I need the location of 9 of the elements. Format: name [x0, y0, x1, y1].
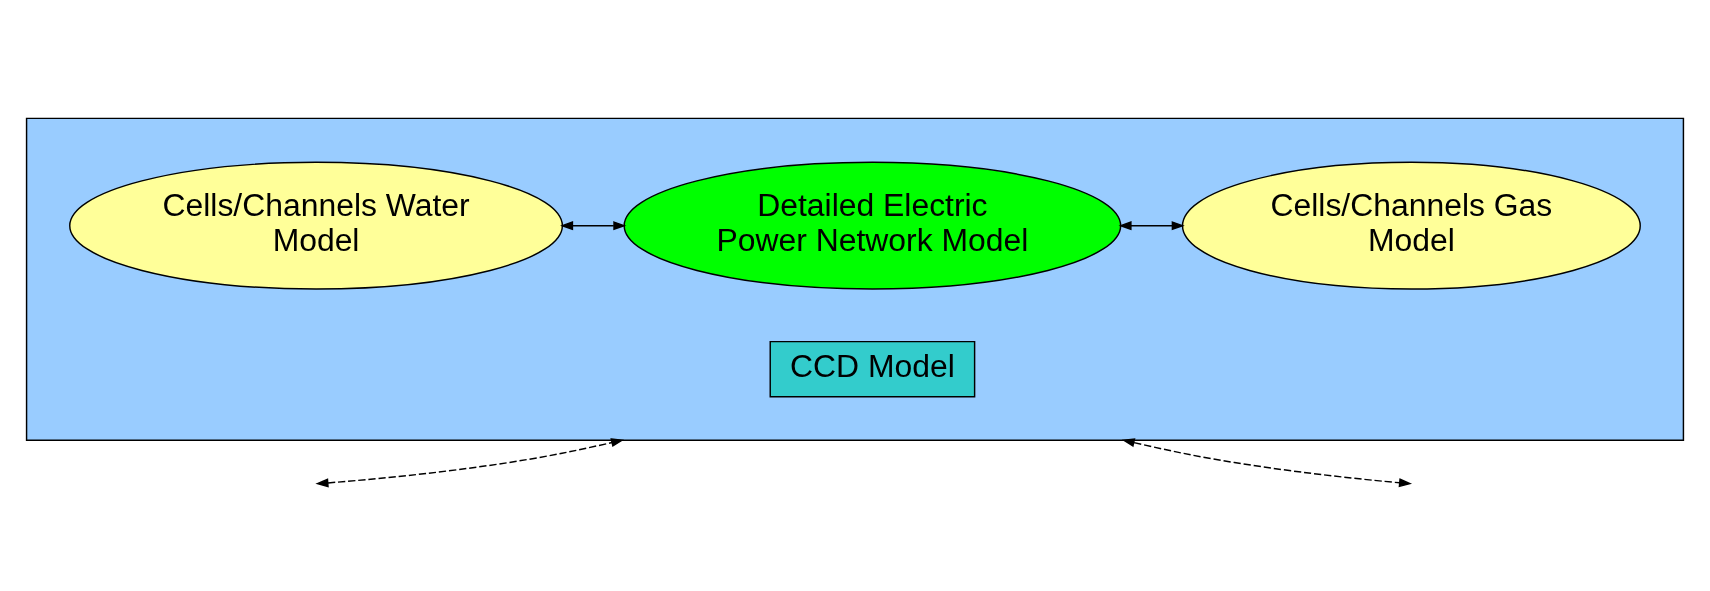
arrow	[1118, 221, 1185, 231]
cluster	[25, 117, 1685, 441]
node-ellipse: Cells/Channels Water Model	[69, 161, 564, 290]
arrow	[560, 221, 627, 231]
node-ellipse: Detailed Electric Power Network Model	[623, 161, 1122, 290]
arrow	[1121, 438, 1412, 488]
node-box: CCD Model	[769, 340, 976, 398]
arrow	[315, 438, 625, 488]
node-ellipse: Cells/Channels Gas Model	[1181, 161, 1641, 290]
